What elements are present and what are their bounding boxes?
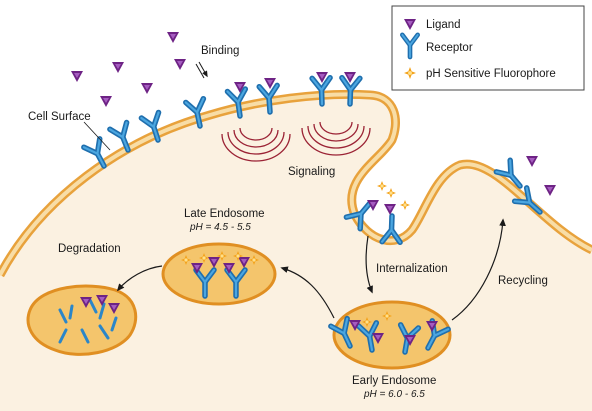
early-endosome-label: Early Endosome <box>352 375 436 387</box>
internalization-arrow <box>365 235 373 294</box>
bound-ligands <box>234 72 356 93</box>
degradation-arrow <box>116 265 163 292</box>
recycling-label: Recycling <box>498 275 548 287</box>
late-endosome <box>161 242 277 306</box>
signaling-label: Signaling <box>288 166 335 178</box>
legend: Ligand Receptor pH Sensitive Fluorophore <box>391 5 585 91</box>
lysosome <box>26 284 138 356</box>
cell-surface-label: Cell Surface <box>28 111 91 123</box>
early-endosome <box>332 300 452 370</box>
signaling-waves <box>221 121 371 162</box>
binding-label: Binding <box>201 45 239 57</box>
late-endosome-label: Late Endosome <box>184 208 265 220</box>
binding-arrow <box>195 63 205 79</box>
internalization-label: Internalization <box>376 263 448 275</box>
early-endosome-ph: pH = 6.0 - 6.5 <box>363 389 425 400</box>
late-endosome-ph: pH = 4.5 - 5.5 <box>189 222 251 233</box>
cell-surface-leader <box>83 121 111 151</box>
legend-fluorophore-label: pH Sensitive Fluorophore <box>426 68 556 80</box>
recycling-arrow <box>451 218 506 321</box>
legend-ligand-label: Ligand <box>426 19 461 31</box>
free-ligands <box>71 32 186 107</box>
degraded-fragments <box>58 298 118 344</box>
legend-receptor-label: Receptor <box>426 42 473 54</box>
early-to-late-arrow <box>280 266 335 319</box>
degradation-label: Degradation <box>58 243 121 255</box>
